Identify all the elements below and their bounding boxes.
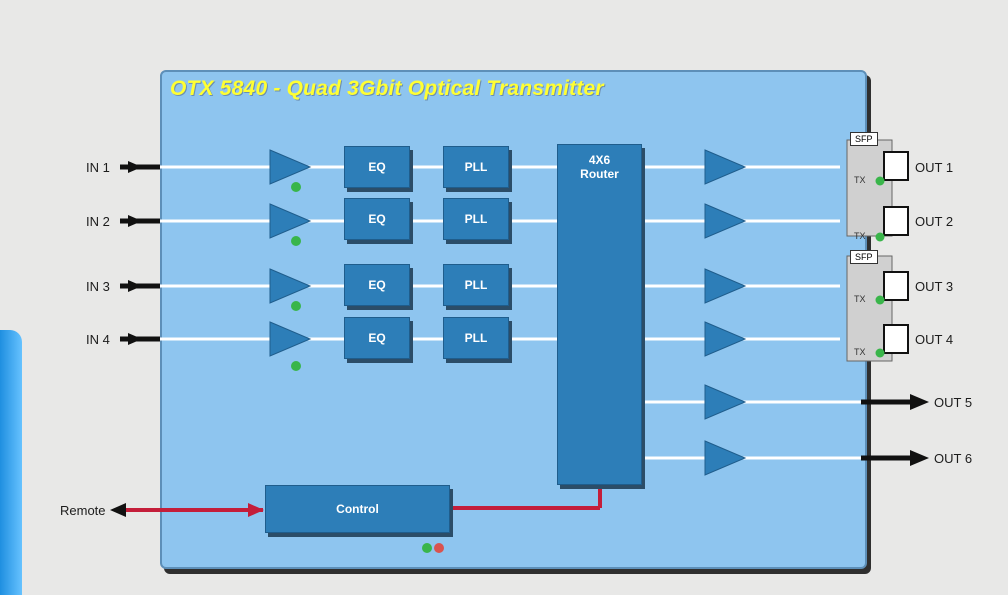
tx-label-2: TX xyxy=(854,231,866,241)
control-block: Control xyxy=(265,485,450,533)
pll-block-4: PLL xyxy=(443,317,509,359)
sfp-label-bottom: SFP xyxy=(850,250,878,264)
output-label-2: OUT 2 xyxy=(915,214,954,229)
output-label-4: OUT 4 xyxy=(915,332,954,347)
eq-block-1: EQ xyxy=(344,146,410,188)
output-label-1: OUT 1 xyxy=(915,160,954,175)
input-label-2: IN 2 xyxy=(86,214,110,229)
tx-label-1: TX xyxy=(854,175,866,185)
router-block: 4X6 Router xyxy=(557,144,642,485)
pll-block-1: PLL xyxy=(443,146,509,188)
pll-block-2: PLL xyxy=(443,198,509,240)
sfp-label-top: SFP xyxy=(850,132,878,146)
input-label-4: IN 4 xyxy=(86,332,110,347)
tx-label-3: TX xyxy=(854,294,866,304)
eq-block-4: EQ xyxy=(344,317,410,359)
output-label-5: OUT 5 xyxy=(934,395,973,410)
diagram-title: OTX 5840 - Quad 3Gbit Optical Transmitte… xyxy=(170,77,604,100)
input-label-1: IN 1 xyxy=(86,160,110,175)
eq-block-2: EQ xyxy=(344,198,410,240)
input-label-3: IN 3 xyxy=(86,279,110,294)
output-label-3: OUT 3 xyxy=(915,279,954,294)
tx-label-4: TX xyxy=(854,347,866,357)
output-label-6: OUT 6 xyxy=(934,451,973,466)
remote-label: Remote xyxy=(60,503,106,518)
pll-block-3: PLL xyxy=(443,264,509,306)
eq-block-3: EQ xyxy=(344,264,410,306)
decorative-blue-strip xyxy=(0,330,22,595)
